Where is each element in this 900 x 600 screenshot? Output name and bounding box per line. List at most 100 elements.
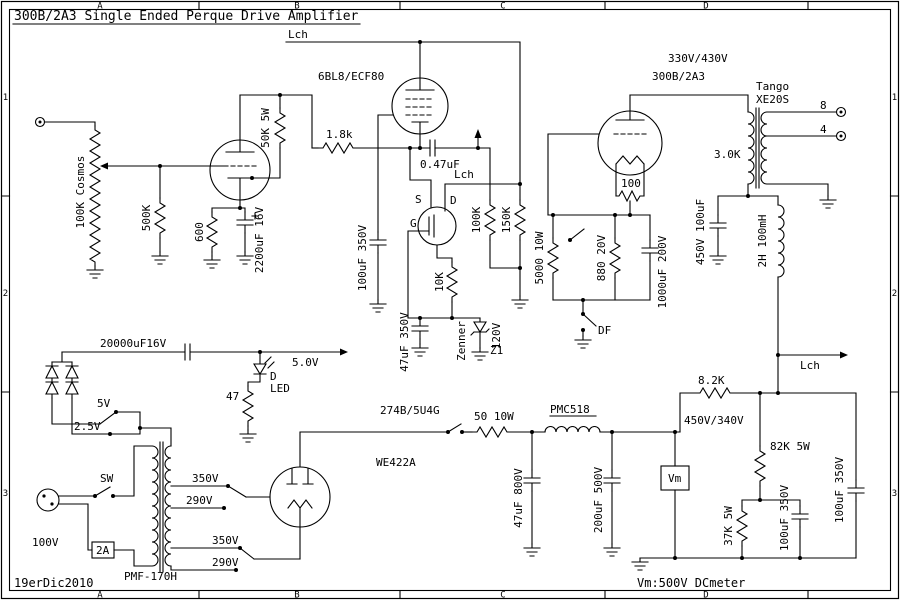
label-0-47uf: 0.47uF	[420, 158, 460, 171]
fil-selector-switch	[239, 547, 301, 560]
label-5-0v: 5.0V	[292, 356, 319, 369]
label-tap-8: 8	[820, 99, 827, 112]
label-tango: Tango	[756, 80, 789, 93]
label-2-5v: 2.5V	[74, 420, 101, 433]
label-150k: 150K	[500, 206, 513, 233]
label-5v: 5V	[97, 397, 111, 410]
junction-dots	[138, 40, 802, 560]
label-pmc518: PMC518	[550, 403, 590, 416]
psu-rail: 50 10W PMC518 274B/5U4G WE422A 450V/340V…	[299, 374, 865, 571]
label-37k-5w: 37K 5W	[722, 506, 735, 546]
label-led-d: D	[270, 370, 277, 383]
hv-selector-switch	[227, 485, 249, 498]
label-pmf-170h: PMF-170H	[124, 570, 177, 583]
label-1-8k: 1.8k	[326, 128, 353, 141]
label-274b-5u4g: 274B/5U4G	[380, 404, 440, 417]
label-6bl8: 6BL8/ECF80	[318, 70, 384, 83]
label-2200uf: 2200uF 16V	[253, 207, 266, 274]
grid-col-b-bottom: B	[294, 591, 299, 600]
label-lch-right: Lch	[800, 359, 820, 372]
label-100uf-b: 100uF 350V	[778, 485, 791, 552]
label-led: LED	[270, 382, 290, 395]
label-df: DF	[598, 324, 611, 337]
drawing-date: 19erDic2010	[14, 576, 93, 590]
label-50k-5w: 50K 5W	[259, 108, 272, 148]
grid-row-3-left: 3	[3, 489, 8, 499]
label-100: 100	[621, 177, 641, 190]
label-8-2k: 8.2K	[698, 374, 725, 387]
grid-row-2-left: 2	[3, 289, 8, 299]
label-880-20v: 880 20V	[595, 234, 608, 281]
label-290v-a: 290V	[186, 494, 213, 507]
label-xe20s: XE20S	[756, 93, 789, 106]
title-block: 300B/2A3 Single Ended Perque Drive Ampli…	[12, 9, 745, 590]
label-sw: SW	[100, 472, 114, 485]
opt-secondary-coil	[760, 111, 768, 185]
grid-row-3-right: 3	[892, 489, 897, 499]
output-stage: 100 330V/430V 300B/2A3 5000 10W 880 20V …	[533, 52, 728, 349]
label-47uf-800: 47uF 800V	[512, 468, 525, 528]
label-450v-340v: 450V/340V	[684, 414, 744, 427]
rectifier-tube	[247, 466, 331, 560]
pt-primary-coil	[151, 445, 159, 567]
output-transformer: Tango XE20S 3.0K 8 4 450V 100uF 2H 100mH…	[629, 80, 848, 394]
grid-col-d-bottom: D	[703, 591, 708, 600]
label-47: 47	[226, 390, 239, 403]
label-tap-4: 4	[820, 123, 827, 136]
fet-section: S D G 10K 47uF 350V Zenner Z1 120V	[398, 147, 521, 372]
led-diode	[253, 363, 267, 376]
label-zenner: Zenner	[455, 321, 468, 361]
label-200uf-500: 200uF 500V	[592, 467, 605, 534]
mains-section: 100V SW 2A	[32, 445, 153, 567]
divider-section: 100K 150K	[470, 199, 529, 309]
mains-plug	[36, 488, 60, 512]
grid-row-1-right: 1	[892, 93, 897, 103]
pt-secondary-coil	[164, 445, 172, 567]
grid-row-1-left: 1	[3, 93, 8, 103]
label-we422a: WE422A	[376, 456, 416, 469]
label-fet-s: S	[415, 193, 422, 206]
label-lch-mid: Lch	[454, 168, 474, 181]
choke-2h	[777, 204, 785, 278]
bias-selector-switch	[569, 228, 585, 241]
input-section: 100K Cosmos 500K	[34, 116, 225, 279]
label-volume-pot: 100K Cosmos	[74, 156, 87, 229]
label-5000-10w: 5000 10W	[533, 231, 546, 284]
label-600: 600	[193, 222, 206, 242]
label-100v: 100V	[32, 536, 59, 549]
label-350v-b: 350V	[212, 534, 239, 547]
grid-col-c-bottom: C	[500, 591, 505, 600]
grid-row-2-right: 2	[892, 289, 897, 299]
volume-pot	[88, 125, 102, 267]
grid-col-a-top: A	[97, 2, 103, 12]
zener-diode	[473, 321, 487, 334]
label-82k-5w: 82K 5W	[770, 440, 810, 453]
label-350v-a: 350V	[192, 472, 219, 485]
label-2a: 2A	[96, 544, 110, 557]
schematic-title: 300B/2A3 Single Ended Perque Drive Ampli…	[14, 9, 359, 24]
label-lch-top: Lch	[288, 28, 308, 41]
label-100uf-c: 100uF 350V	[833, 457, 846, 524]
lch-right-arrow	[840, 351, 848, 359]
lch-mid-arrow	[474, 129, 482, 138]
label-20000uf: 20000uF16V	[100, 337, 167, 350]
grid-col-c-top: C	[500, 2, 505, 12]
label-290v-b: 290V	[212, 556, 239, 569]
choke-pmc518	[544, 426, 601, 433]
grid-col-d-top: D	[703, 2, 708, 12]
label-10k: 10K	[433, 272, 446, 292]
grid-col-a-bottom: A	[97, 591, 103, 600]
label-fet-g: G	[410, 217, 417, 230]
top-rail: Lch	[285, 28, 521, 201]
first-stage: 50K 5W 600 2200uF 16V	[193, 94, 313, 274]
grid-col-b-top: B	[294, 2, 299, 12]
df-switch	[582, 313, 597, 327]
label-50-10w: 50 10W	[474, 410, 514, 423]
driver-stage: 6BL8/ECF80 100uF 350V 1.8k 0.47uF Lch	[311, 70, 491, 313]
label-vm: Vm	[668, 472, 682, 485]
label-120v: 120V	[490, 322, 503, 349]
opt-primary-coil	[747, 111, 755, 185]
